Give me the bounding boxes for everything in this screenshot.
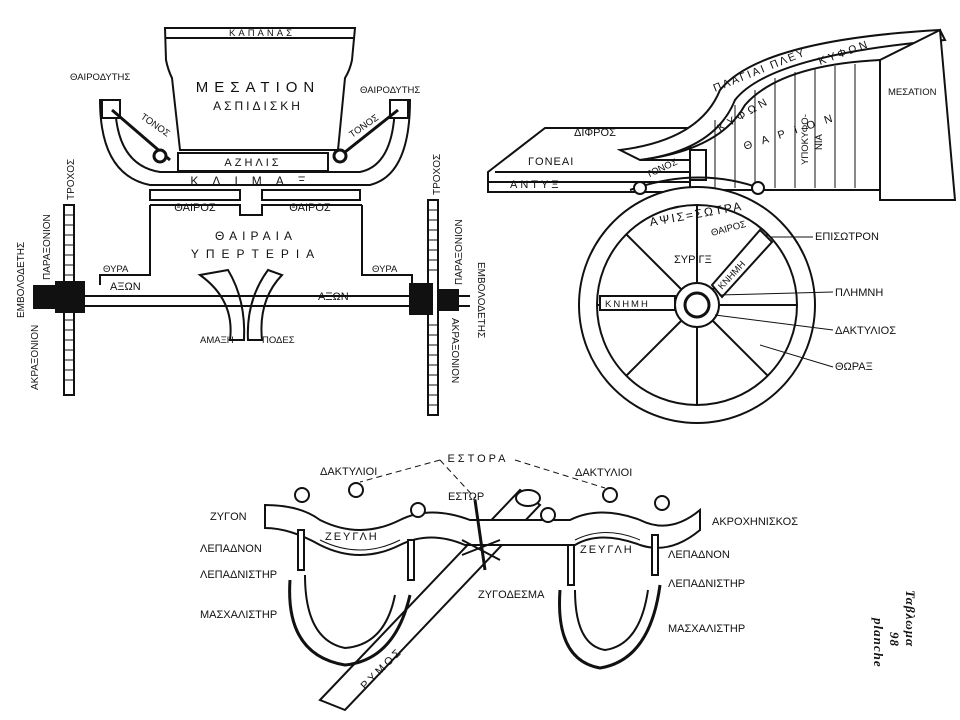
label-amaxi: ΑΜΑΞΗ — [200, 335, 234, 346]
label-lepadnistir-right: ΛΕΠΑΔΝΙΣΤΗΡ — [668, 578, 745, 590]
label-knimi-left: ΚΝΗΜΗ — [605, 299, 650, 310]
label-thairodytis-left: ΘΑΙΡΟΔΥΤΗΣ — [70, 72, 130, 83]
label-akrochniskos: ΑΚΡΟΧΗΝΙΣΚΟΣ — [712, 516, 798, 528]
label-akraxonion-left: ΑΚΡΑΞΟΝΙΟΝ — [30, 325, 41, 390]
label-difros: ΔΙΦΡΟΣ — [574, 127, 616, 139]
label-azilis: ΑΖΗΛΙΣ — [224, 157, 281, 169]
label-lepadnon-left: ΛΕΠΑΔΝΟΝ — [200, 543, 262, 555]
plate-title: Ταβλωμα — [903, 590, 918, 647]
label-klimax: ΚΛΙΜΑΞ — [190, 174, 319, 188]
label-thyra-left: ΘΥΡΑ — [103, 264, 129, 275]
label-ypokyfonia-a: ΥΠΟΚΥΦΟ- — [800, 114, 811, 165]
label-estora: ΕΣΤΟΡΑ — [447, 453, 508, 465]
label-goneai: ΓΟΝΕΑΙ — [528, 156, 574, 168]
label-daktylioi-left: ΔΑΚΤΥΛΙΟΙ — [320, 466, 377, 478]
plate-subtitle: planche — [871, 617, 886, 668]
label-zeygli-left: ΖΕΥΓΛΗ — [325, 531, 379, 543]
label-paraxonion-left: ΠΑΡΑΞΟΝΙΟΝ — [42, 214, 53, 280]
wheel-spokes-right — [428, 209, 438, 406]
label-estor: ΕΣΤΩΡ — [448, 491, 484, 503]
label-daktylioi-right: ΔΑΚΤΥΛΙΟΙ — [575, 467, 632, 479]
label-emvolodetis-left: ΕΜΒΟΛΟΔΕΤΗΣ — [16, 242, 27, 318]
label-akraxonion-right: ΑΚΡΑΞΟΝΙΟΝ — [449, 318, 460, 383]
label-daktylios: ΔΑΚΤΥΛΙΟΣ — [835, 325, 896, 337]
label-trochos-left: ΤΡΟΧΟΣ — [66, 159, 77, 200]
label-thairaia: ΘΑΙΡΑΙΑ — [215, 229, 297, 243]
label-mesation: ΜΕΣΑΤΙΟΝ — [196, 79, 321, 96]
plate-number: 98 — [887, 632, 902, 647]
label-trochos-right: ΤΡΟΧΟΣ — [432, 154, 443, 195]
wheel-spokes-left — [64, 214, 74, 381]
label-axon-left: ΑΞΩΝ — [110, 281, 141, 293]
side-view-diagram — [487, 28, 957, 424]
yoke-diagram — [264, 482, 701, 712]
label-plimni: ΠΛΗΜΝΗ — [835, 287, 883, 299]
label-paraxonion-right: ΠΑΡΑΞΟΝΙΟΝ — [454, 219, 465, 285]
label-emvolodetis-right: ΕΜΒΟΛΟΔΕΤΗΣ — [475, 262, 486, 338]
leader-lines-side — [714, 236, 834, 368]
label-ypokyfonia-b: ΝΙΑ — [814, 134, 825, 151]
plan-view-diagram — [33, 27, 470, 416]
label-thairodytis-right: ΘΑΙΡΟΔΥΤΗΣ — [360, 85, 420, 96]
label-axon-right: ΑΞΩΝ — [318, 291, 349, 303]
label-lepadnon-right: ΛΕΠΑΔΝΟΝ — [668, 549, 730, 561]
label-mesation-side: ΜΕΣΑΤΙΟΝ — [888, 87, 937, 98]
label-aspidiski: ΑΣΠΙΔΙΣΚΗ — [213, 99, 303, 113]
label-thyra-right: ΘΥΡΑ — [372, 264, 398, 275]
label-yperteria: ΥΠΕΡΤΕΡΙΑ — [191, 247, 321, 261]
label-thairos-left: ΘΑΙΡΟΣ — [174, 202, 216, 214]
leader-lines-yoke — [359, 459, 606, 499]
label-syrinx: ΣΥΡΙΓΞ — [674, 254, 712, 266]
label-antyx: ΑΝΤΥΞ — [510, 179, 562, 191]
label-zygon: ΖΥΓΟΝ — [210, 511, 247, 523]
label-zeygli-right: ΖΕΥΓΛΗ — [580, 544, 634, 556]
label-maschalistir-right: ΜΑΣΧΑΛΙΣΤΗΡ — [668, 623, 745, 635]
label-podes: ΠΟΔΕΣ — [262, 335, 295, 346]
label-episotron: ΕΠΙΣΩΤΡΟΝ — [815, 231, 879, 243]
label-thorax: ΘΩΡΑΞ — [835, 361, 873, 373]
label-thairos-right: ΘΑΙΡΟΣ — [289, 202, 331, 214]
label-kapanas: ΚΑΠΑΝΑΣ — [229, 28, 295, 39]
label-lepadnistir-left: ΛΕΠΑΔΝΙΣΤΗΡ — [200, 569, 277, 581]
label-zygodesma: ΖΥΓΟΔΕΣΜΑ — [478, 589, 545, 601]
label-maschalistir-left: ΜΑΣΧΑΛΙΣΤΗΡ — [200, 609, 277, 621]
